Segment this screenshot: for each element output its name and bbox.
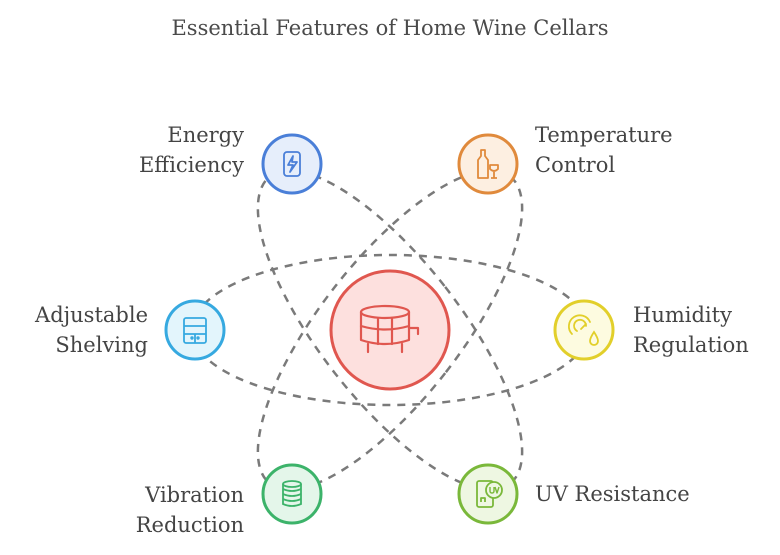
label-uv-resistance: UV Resistance (535, 482, 690, 506)
wine-barrel-icon (359, 304, 420, 354)
diagram-title: Essential Features of Home Wine Cellars (171, 16, 609, 40)
uv-shield-icon (476, 480, 503, 508)
label-humidity-regulation: Humidity Regulation (633, 303, 749, 357)
node-humidity-regulation (553, 299, 615, 361)
damper-coil-icon (282, 480, 302, 507)
shelving-cabinet-icon (183, 317, 207, 344)
node-temperature-control (457, 133, 519, 195)
label-vibration-reduction: Vibration Reduction (135, 483, 244, 537)
humidity-gauge-icon (567, 314, 599, 346)
node-uv-resistance (457, 463, 519, 525)
wine-bottle-glass-icon (477, 149, 499, 179)
label-energy-efficiency: Energy Efficiency (138, 123, 244, 177)
label-adjustable-shelving: Adjustable Shelving (35, 303, 148, 357)
node-adjustable-shelving (164, 299, 226, 361)
node-energy-efficiency (261, 133, 323, 195)
diagonal-orbit-a (256, 169, 524, 491)
label-temperature-control: Temperature Control (535, 123, 673, 177)
diagonal-orbit-b (256, 169, 524, 491)
node-vibration-reduction (261, 463, 323, 525)
energy-recycle-icon (283, 151, 301, 177)
center-node (329, 269, 451, 391)
